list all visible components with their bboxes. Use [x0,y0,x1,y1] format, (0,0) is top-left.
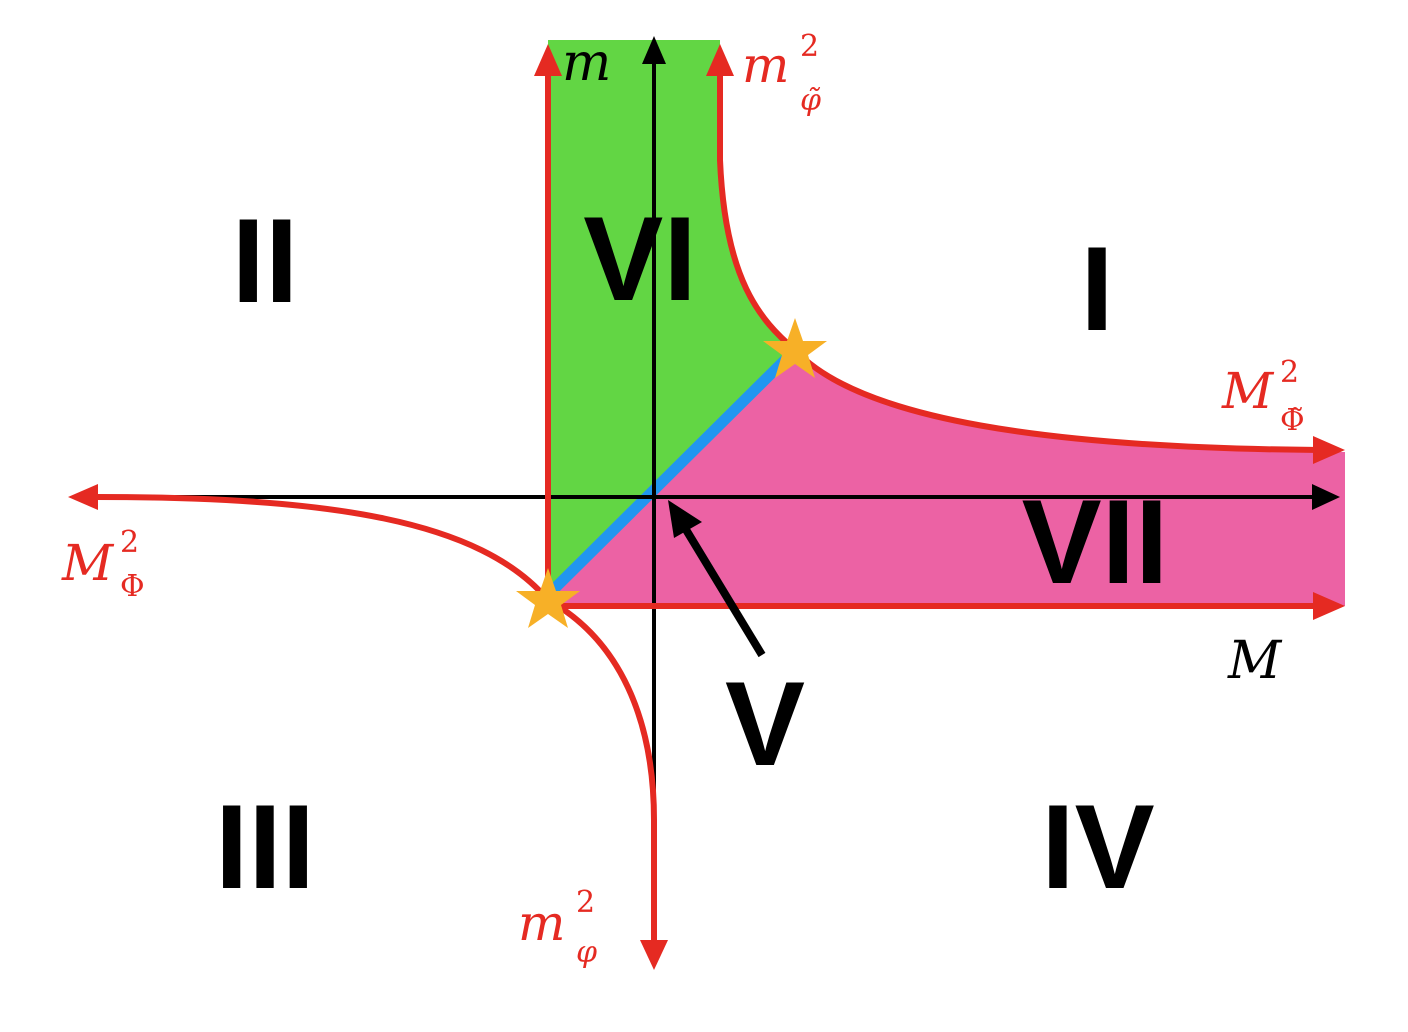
boundary-m-phi-tilde [717,68,797,353]
svg-text:M: M [1221,362,1275,420]
region-label-vi: VI [583,192,696,326]
arrowhead-M-Phi-left [68,484,98,510]
svg-text:Φ̃: Φ̃ [1280,403,1305,438]
pointer-arrowhead [668,500,702,538]
region-label-iii: III [215,780,315,914]
svg-text:M: M [61,534,115,592]
region-vii-fill [548,350,1345,606]
arrowhead-M-Phi-tilde-right [1313,436,1345,464]
svg-text:m: m [742,36,789,94]
horizontal-axis-arrowhead-right [1312,484,1340,510]
boundary-M-Phi-tilde [792,347,1321,453]
boundary-arrowheads [68,44,1345,970]
region-label-ii: II [232,194,299,328]
boundary-m-phi [546,597,657,945]
region-v-segment [545,344,801,598]
arrowhead-M-right [1313,592,1345,620]
vertical-axis-label: m [562,33,611,93]
arrowhead-m-phi-tilde-up [706,44,734,76]
region-label-i: I [1080,222,1113,356]
boundary-M-Phi [94,494,551,602]
vertical-axis-arrowhead [642,36,666,64]
region-vi-fill [548,40,795,590]
star-icon [516,568,580,628]
label-M-Phi: M 2 Φ [61,525,145,604]
svg-text:φ̃: φ̃ [800,83,821,118]
region-label-iv: IV [1041,780,1154,914]
arrowhead-left-vertical-up [534,44,562,76]
svg-text:2: 2 [800,29,819,64]
svg-text:φ: φ [576,935,597,970]
star-icon [763,318,827,378]
svg-text:m: m [518,894,565,952]
horizontal-axis-label: M [1227,631,1283,691]
region-label-vii: VII [1022,475,1169,609]
label-m-phi-tilde: m 2 φ̃ [742,29,821,118]
boundary-curves [94,68,1321,945]
region-v-pointer-arrow [668,500,766,658]
svg-text:2: 2 [576,885,595,920]
arrowhead-m-phi-down [640,940,668,970]
svg-text:Φ: Φ [120,569,145,604]
svg-text:2: 2 [120,525,139,560]
label-m-phi: m 2 φ [518,885,597,970]
label-M-Phi-tilde: M 2 Φ̃ [1221,355,1305,438]
svg-text:2: 2 [1280,355,1299,390]
region-label-v: V [725,657,805,791]
